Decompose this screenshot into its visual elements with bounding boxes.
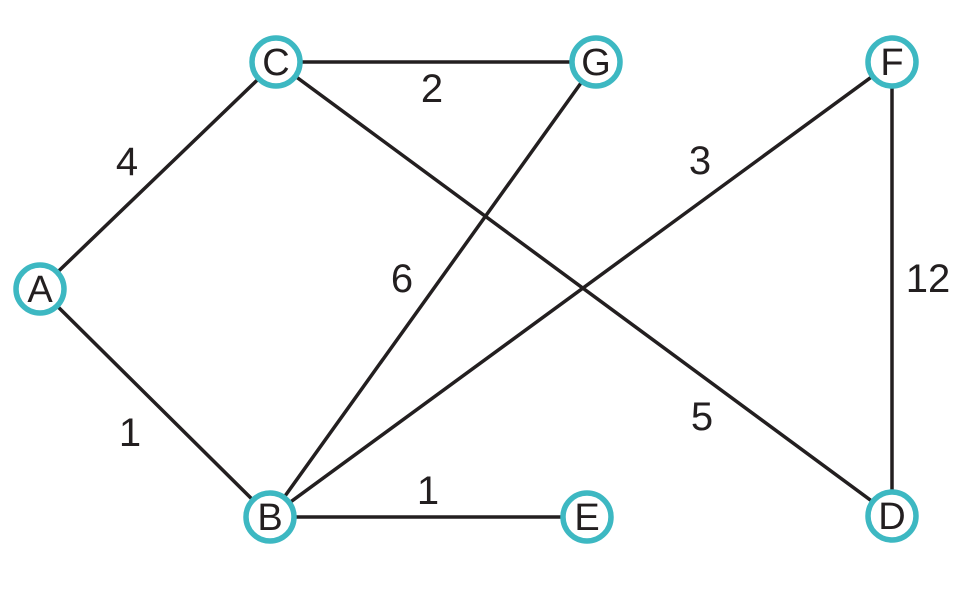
node-b: B xyxy=(243,490,297,544)
node-e: E xyxy=(560,490,614,544)
node-f-circle xyxy=(865,35,919,89)
edge-weight-b-e: 1 xyxy=(417,469,439,513)
node-f-label: F xyxy=(880,42,903,84)
node-layer: A B C D E F G xyxy=(13,35,919,544)
node-c-label: C xyxy=(262,42,289,84)
node-b-label: B xyxy=(257,497,282,539)
node-b-circle xyxy=(243,490,297,544)
edge-weight-c-g: 2 xyxy=(421,67,443,111)
node-a: A xyxy=(13,262,67,316)
node-g-circle xyxy=(569,35,623,89)
edge-b-g xyxy=(268,60,598,519)
node-a-circle xyxy=(13,262,67,316)
node-c: C xyxy=(249,35,303,89)
edge-layer xyxy=(38,60,894,519)
edge-a-c xyxy=(38,60,278,291)
node-g-label: G xyxy=(581,42,611,84)
edge-a-b xyxy=(38,287,272,519)
node-f: F xyxy=(865,35,919,89)
node-e-label: E xyxy=(574,497,599,539)
node-d-label: D xyxy=(878,496,905,538)
node-d-circle xyxy=(865,489,919,543)
edge-b-f xyxy=(268,60,894,519)
edge-weight-b-f: 3 xyxy=(689,139,711,183)
node-d: D xyxy=(865,489,919,543)
edge-weight-layer: 4 1 2 5 6 3 1 12 xyxy=(116,67,950,513)
edge-weight-a-b: 1 xyxy=(119,411,141,455)
node-e-circle xyxy=(560,490,614,544)
node-c-circle xyxy=(249,35,303,89)
node-a-label: A xyxy=(27,269,53,311)
edge-weight-b-g: 6 xyxy=(391,257,413,301)
edge-weight-f-d: 12 xyxy=(906,257,951,301)
node-g: G xyxy=(569,35,623,89)
edge-weight-a-c: 4 xyxy=(116,140,138,184)
edge-weight-c-d: 5 xyxy=(691,395,713,439)
